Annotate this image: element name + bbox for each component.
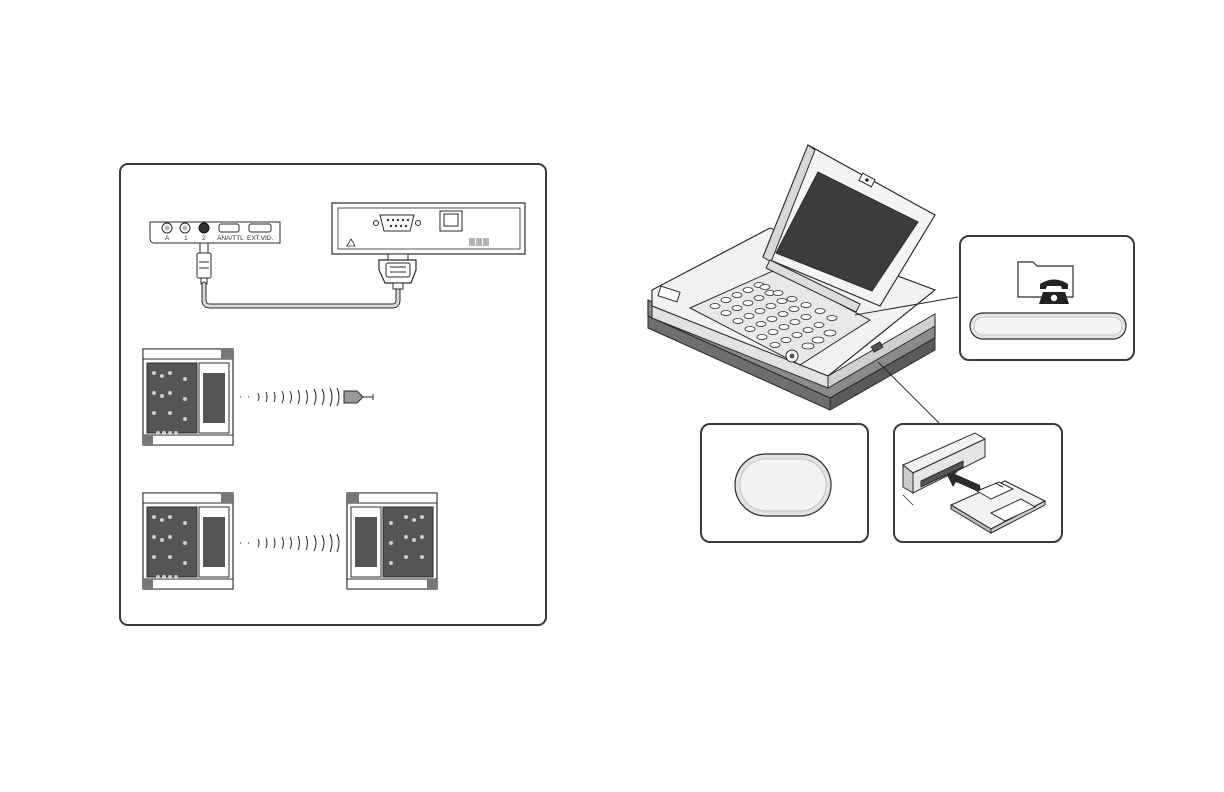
button-callout-panel [700,423,869,543]
port-label-ext-vid: EXT.VID. [247,235,274,242]
oval-key-button [735,454,831,516]
floppy-callout-panel [893,423,1063,543]
infrared-signal-waves-2 [240,534,339,552]
floppy-disk-icon [951,481,1045,533]
mini-din-plug [197,243,211,284]
electrocardiograph-device [648,145,935,410]
callout-line-floppy [878,362,940,424]
insert-arrow-icon [947,470,981,493]
db9-plug [379,254,416,289]
receiver-unit [347,493,437,589]
floppy-drive-slot [903,433,985,505]
folder-with-telephone-icon [1018,262,1073,304]
modem-button [970,313,1126,339]
ecg-rear-connector-panel: A 1 2 ANA/TTL EXT.VID. [150,222,280,243]
transmitter-unit-2 [143,493,233,589]
computer-rear-panel [332,203,525,254]
transmitter-unit-1 [143,349,233,445]
port-label-2: 2 [202,235,206,242]
port-label-1: 1 [184,235,188,242]
interface-cable [204,284,398,306]
port-label-ana-ttl: ANA/TTL [217,235,244,242]
port-label-a: A [165,235,170,242]
infrared-signal-waves-1 [240,388,339,406]
ir-sensor-plug [344,391,373,403]
modem-callout-panel [959,235,1135,361]
